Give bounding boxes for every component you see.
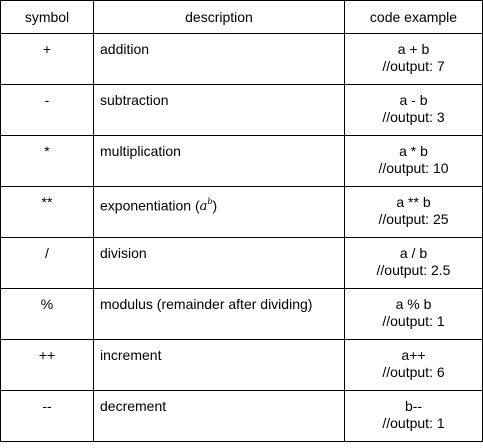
header-symbol: symbol [0, 0, 94, 34]
symbol-cell: - [0, 84, 94, 136]
math-power: ab [199, 197, 213, 215]
table-row: -- decrement b-- //output: 1 [0, 390, 483, 442]
code-cell: b-- //output: 1 [344, 390, 483, 442]
table-row: * multiplication a * b //output: 10 [0, 135, 483, 187]
code-output: //output: 6 [382, 364, 445, 380]
table-header: symbol description code example [0, 0, 483, 34]
table-row: ++ increment a++ //output: 6 [0, 339, 483, 391]
header-description: description [93, 0, 345, 34]
description-cell: multiplication [93, 135, 345, 187]
math-base: a [199, 199, 208, 215]
description-cell: addition [93, 33, 345, 85]
description-cell: division [93, 237, 345, 289]
table-body: + addition a + b //output: 7 - subtracti… [0, 33, 483, 442]
symbol-cell: + [0, 33, 94, 85]
description-text-end: ) [212, 197, 218, 214]
code-output: //output: 25 [378, 211, 449, 227]
description-text: exponentiation ( [100, 197, 200, 214]
table-row: + addition a + b //output: 7 [0, 33, 483, 85]
symbol-cell: % [0, 288, 94, 340]
math-exponent: b [207, 197, 213, 206]
table-row: ** exponentiation (ab) a ** b //output: … [0, 186, 483, 238]
description-cell: subtraction [93, 84, 345, 136]
description-cell: increment [93, 339, 345, 391]
code-expression: a ** b [396, 194, 431, 210]
symbol-cell: * [0, 135, 94, 187]
code-output: //output: 2.5 [376, 262, 451, 278]
symbol-cell: / [0, 237, 94, 289]
code-expression: a - b [399, 92, 428, 108]
code-cell: a ** b //output: 25 [344, 186, 483, 238]
code-expression: a / b [399, 245, 428, 261]
code-cell: a % b //output: 1 [344, 288, 483, 340]
code-expression: a % b [395, 296, 432, 312]
code-output: //output: 1 [382, 313, 445, 329]
code-output: //output: 3 [382, 109, 445, 125]
code-expression: a + b [397, 41, 430, 57]
symbol-cell: ** [0, 186, 94, 238]
description-cell: exponentiation (ab) [93, 186, 345, 238]
code-cell: a * b //output: 10 [344, 135, 483, 187]
code-output: //output: 10 [378, 160, 449, 176]
table-row: - subtraction a - b //output: 3 [0, 84, 483, 136]
code-output: //output: 1 [382, 415, 445, 431]
description-cell: modulus (remainder after dividing) [93, 288, 345, 340]
code-cell: a - b //output: 3 [344, 84, 483, 136]
symbol-cell: ++ [0, 339, 94, 391]
code-expression: a++ [401, 347, 426, 363]
code-expression: a * b [399, 143, 428, 159]
code-expression: b-- [404, 398, 423, 414]
table-row: % modulus (remainder after dividing) a %… [0, 288, 483, 340]
description-cell: decrement [93, 390, 345, 442]
symbol-cell: -- [0, 390, 94, 442]
code-cell: a + b //output: 7 [344, 33, 483, 85]
header-code-example: code example [344, 0, 483, 34]
code-cell: a / b //output: 2.5 [344, 237, 483, 289]
code-output: //output: 7 [382, 58, 445, 74]
code-cell: a++ //output: 6 [344, 339, 483, 391]
table-row: / division a / b //output: 2.5 [0, 237, 483, 289]
header-row: symbol description code example [0, 0, 483, 34]
